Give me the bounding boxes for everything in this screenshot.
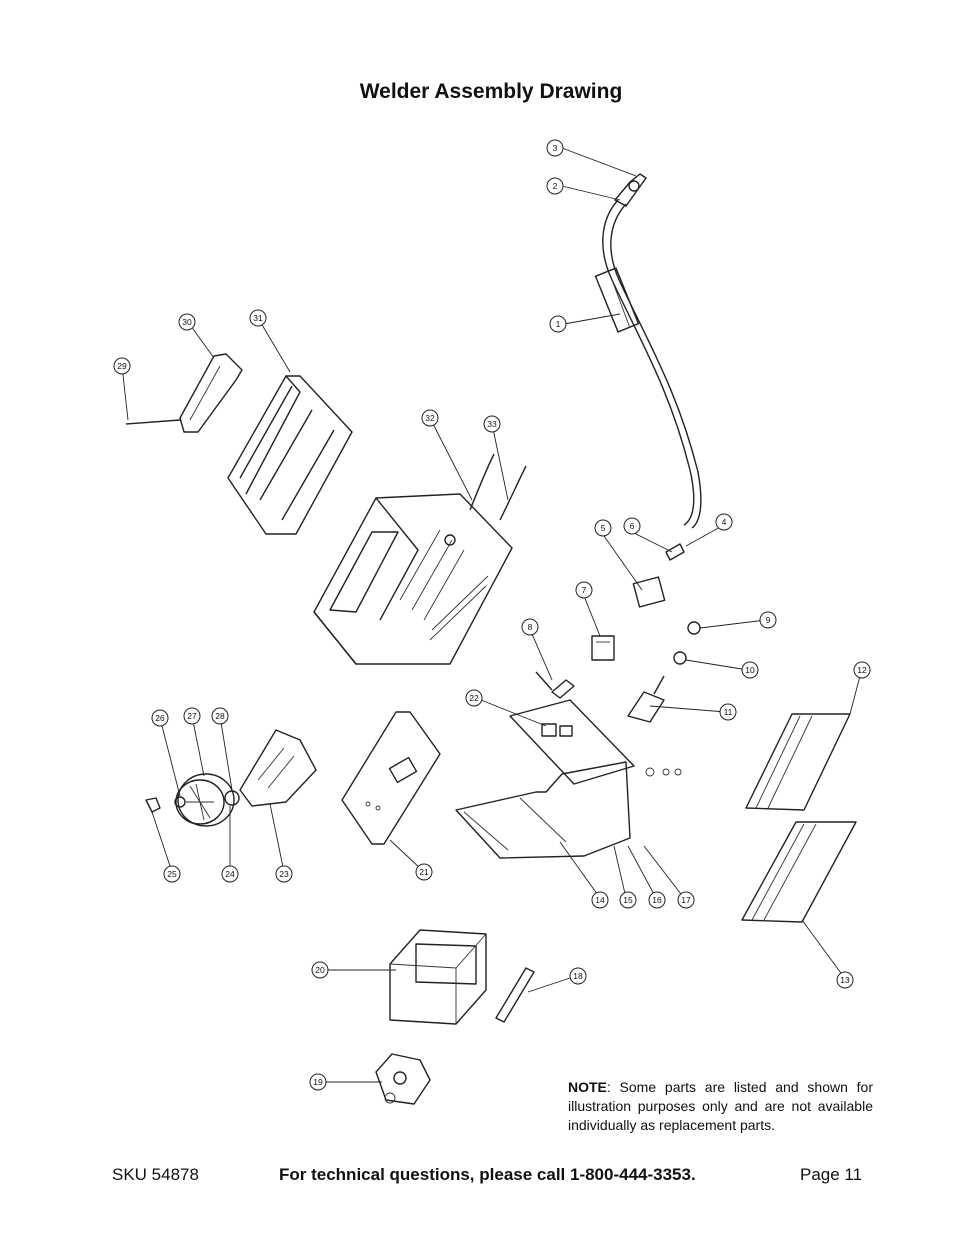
callout-7: 7 (575, 581, 593, 599)
note-body: : Some parts are listed and shown for il… (568, 1079, 873, 1133)
handle (125, 353, 243, 433)
svg-text:24: 24 (225, 869, 235, 879)
svg-text:11: 11 (724, 707, 733, 717)
chassis (455, 699, 635, 859)
callout-23: 23 (275, 865, 293, 883)
svg-text:8: 8 (528, 622, 533, 632)
callout-15: 15 (619, 891, 637, 909)
svg-text:26: 26 (155, 713, 165, 723)
callout-20: 20 (311, 961, 329, 979)
callout-27: 27 (183, 707, 201, 725)
tech-support-line: For technical questions, please call 1-8… (279, 1165, 696, 1184)
callout-9: 9 (759, 611, 777, 629)
wire (499, 465, 527, 521)
note-label: NOTE (568, 1079, 607, 1095)
svg-text:19: 19 (313, 1077, 323, 1087)
svg-text:18: 18 (573, 971, 583, 981)
callout-16: 16 (648, 891, 666, 909)
svg-text:27: 27 (187, 711, 197, 721)
svg-text:30: 30 (182, 317, 192, 327)
svg-text:22: 22 (469, 693, 479, 703)
callout-26: 26 (151, 709, 169, 727)
transformer (389, 929, 487, 1025)
callout-17: 17 (677, 891, 695, 909)
svg-text:2: 2 (553, 181, 558, 191)
callout-25: 25 (163, 865, 181, 883)
callout-21: 21 (415, 863, 433, 881)
callout-4: 4 (715, 513, 733, 531)
svg-text:23: 23 (279, 869, 289, 879)
note-text: NOTE: Some parts are listed and shown fo… (568, 1078, 873, 1135)
page-footer: SKU 54878 For technical questions, pleas… (0, 1165, 954, 1189)
torch-cable (594, 173, 702, 529)
page-number: Page 11 (800, 1165, 863, 1184)
svg-text:28: 28 (215, 711, 225, 721)
callout-29: 29 (113, 357, 131, 375)
page-title: Welder Assembly Drawing (359, 80, 623, 103)
svg-text:12: 12 (857, 665, 867, 675)
callout-6: 6 (623, 517, 641, 535)
svg-text:10: 10 (745, 665, 755, 675)
fan-assembly (145, 729, 317, 827)
callout-19: 19 (309, 1073, 327, 1091)
callout-13: 13 (836, 971, 854, 989)
thermostat (375, 1053, 431, 1105)
callout-8: 8 (521, 618, 539, 636)
svg-text:32: 32 (425, 413, 435, 423)
main-cabinet (313, 493, 513, 665)
svg-text:14: 14 (595, 895, 605, 905)
side-panel (227, 375, 353, 535)
svg-text:31: 31 (253, 313, 263, 323)
callout-24: 24 (221, 865, 239, 883)
side-panels-right (741, 713, 857, 923)
svg-text:33: 33 (487, 419, 497, 429)
sku-label: SKU 54878 (112, 1165, 199, 1184)
wire (469, 453, 495, 511)
callout-3: 3 (546, 139, 564, 157)
small-parts (535, 543, 701, 777)
svg-text:25: 25 (167, 869, 177, 879)
callout-22: 22 (465, 689, 483, 707)
svg-text:3: 3 (553, 143, 558, 153)
callout-10: 10 (741, 661, 759, 679)
callout-33: 33 (483, 415, 501, 433)
svg-text:29: 29 (117, 361, 127, 371)
svg-text:6: 6 (630, 521, 635, 531)
callout-31: 31 (249, 309, 267, 327)
callout-32: 32 (421, 409, 439, 427)
callout-11: 11 (719, 703, 737, 721)
rectifier (495, 967, 535, 1023)
callout-1: 1 (549, 315, 567, 333)
callout-18: 18 (569, 967, 587, 985)
svg-text:15: 15 (623, 895, 633, 905)
callout-30: 30 (178, 313, 196, 331)
svg-text:5: 5 (601, 523, 606, 533)
svg-text:16: 16 (652, 895, 662, 905)
callout-12: 12 (853, 661, 871, 679)
svg-text:4: 4 (722, 517, 727, 527)
leader-lines (121, 147, 861, 1083)
front-panel (341, 711, 441, 845)
svg-text:20: 20 (315, 965, 325, 975)
svg-text:1: 1 (556, 319, 561, 329)
callout-5: 5 (594, 519, 612, 537)
svg-text:7: 7 (582, 585, 587, 595)
svg-text:17: 17 (681, 895, 691, 905)
svg-text:13: 13 (840, 975, 850, 985)
callout-2: 2 (546, 177, 564, 195)
svg-text:21: 21 (419, 867, 429, 877)
callout-14: 14 (591, 891, 609, 909)
svg-text:9: 9 (766, 615, 771, 625)
callout-28: 28 (211, 707, 229, 725)
